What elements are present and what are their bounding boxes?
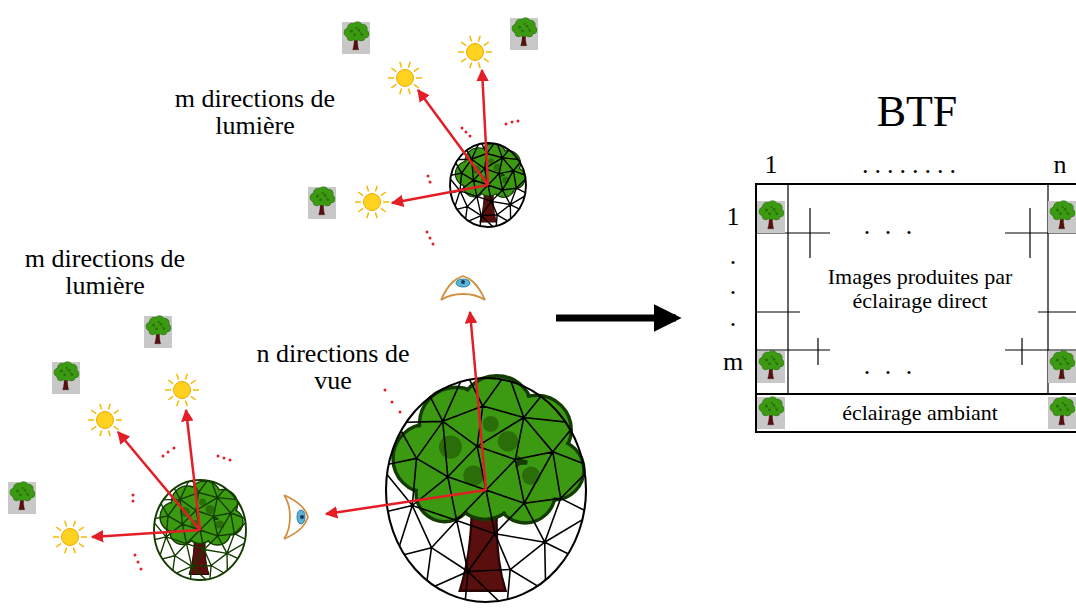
ellipsis-dot [229, 459, 232, 462]
ambient-row: éclairage ambiant [755, 393, 1076, 433]
direction-label: m directions de lumière [165, 85, 345, 140]
ellipsis-dot [173, 447, 176, 450]
ellipsis-dot [167, 451, 170, 454]
tree-thumbnail [757, 201, 785, 233]
tree-thumbnail [1048, 201, 1076, 233]
tree-thumbnail [52, 362, 80, 394]
table-index: . [730, 304, 737, 331]
table-index: 1 [765, 151, 778, 178]
ellipsis-dot [217, 455, 220, 458]
ellipsis-dot [427, 175, 430, 178]
ellipsis-dot [134, 554, 137, 557]
tree [759, 397, 784, 425]
tree-thumbnail [1048, 351, 1076, 383]
tree [310, 187, 335, 215]
direction-arrow [118, 432, 200, 530]
sun [53, 521, 87, 553]
tree-thumbnail [757, 397, 785, 429]
ellipsis-dot [469, 135, 472, 138]
tree [10, 482, 35, 510]
cell-text: éclairage ambiant [839, 400, 1001, 426]
sun [165, 374, 199, 406]
direction-arrow [392, 185, 488, 203]
eye [284, 495, 308, 539]
ellipsis-dot [505, 123, 508, 126]
table-index: . . . [864, 352, 917, 379]
sun [458, 36, 492, 68]
ellipsis-dot [391, 401, 394, 404]
ellipsis-dot [517, 120, 520, 123]
sun [355, 186, 389, 218]
ellipsis-dot [426, 231, 429, 234]
tree-thumbnail [144, 316, 172, 348]
result-arrow [556, 315, 676, 322]
ellipsis-dot [384, 389, 387, 392]
tree [1050, 351, 1075, 379]
tree-thumbnail [1048, 397, 1076, 429]
tree [759, 201, 784, 229]
ellipsis-dot [132, 494, 135, 497]
table-index: m [723, 348, 743, 375]
direction-arrow [92, 530, 200, 537]
tree [1050, 397, 1075, 425]
table-index: . . . [864, 212, 917, 239]
direction-arrow [326, 490, 486, 514]
scene [8, 18, 676, 608]
table-index: 1 [727, 203, 740, 230]
ellipsis-dot [137, 561, 140, 564]
ellipsis-dot [399, 411, 402, 414]
direction-arrow [482, 70, 488, 185]
ellipsis-dot [432, 243, 435, 246]
ellipsis-dot [429, 237, 432, 240]
tree [512, 18, 537, 46]
ellipsis-dot [223, 457, 226, 460]
direction-label: n directions de vue [253, 340, 413, 395]
ellipsis-dot [140, 568, 143, 571]
direction-label: m directions de lumière [15, 245, 195, 300]
tree [146, 316, 171, 344]
ellipsis-dot [461, 127, 464, 130]
cell-text: Images produites par éclairage direct [802, 264, 1038, 314]
table-index: . [730, 272, 737, 299]
ellipsis-dot [132, 500, 135, 503]
sun [88, 404, 122, 436]
tree [759, 351, 784, 379]
table-index: . [730, 242, 737, 269]
ellipsis-dot [162, 455, 165, 458]
direction-arrow [186, 410, 200, 530]
sun [388, 62, 422, 94]
table-index: ........ [862, 151, 962, 178]
tree-thumbnail [308, 187, 336, 219]
ellipsis-dot [429, 181, 432, 184]
direction-arrow [418, 90, 488, 185]
eye [441, 276, 485, 300]
tree [54, 362, 79, 390]
tree [1050, 201, 1075, 229]
tree-thumbnail [757, 351, 785, 383]
diagram-title: BTF [877, 89, 958, 135]
tree-thumbnail [8, 482, 36, 514]
ellipsis-dot [511, 121, 514, 124]
tree-thumbnail [342, 22, 370, 54]
tree [344, 22, 369, 50]
ellipsis-dot [465, 131, 468, 134]
table-index: n [1054, 151, 1067, 178]
tree-thumbnail [510, 18, 538, 50]
direction-arrow [470, 312, 486, 490]
btf-table: Images produites par éclairage direct [755, 183, 1076, 395]
